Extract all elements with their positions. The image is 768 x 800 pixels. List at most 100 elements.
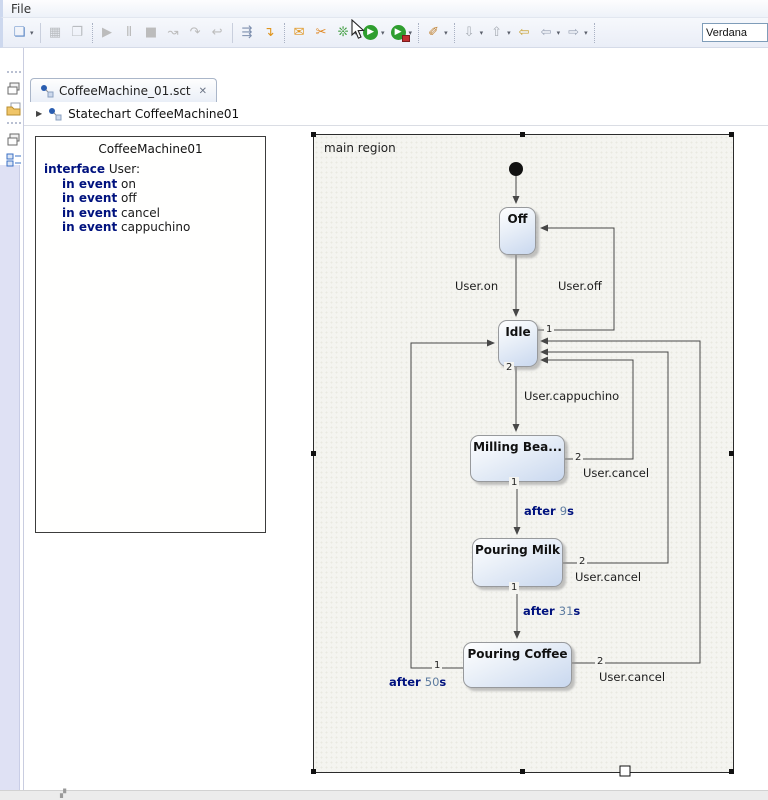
back-caret-icon[interactable]: ▾	[556, 28, 561, 37]
breadcrumb-expander-icon[interactable]: ▶	[36, 109, 43, 118]
export-caret-icon[interactable]: ▾	[507, 28, 511, 37]
debug-caret-icon[interactable]: ▾	[408, 28, 413, 37]
state-milling-beans[interactable]: Milling Bea...	[470, 435, 565, 482]
left-window-trim	[0, 165, 20, 792]
run-button[interactable]: ▶▾	[360, 22, 387, 44]
save-all-icon: ❐	[71, 25, 83, 40]
priority-coffee-cancel: 2	[595, 656, 606, 668]
marker-button[interactable]: ✐▾	[423, 22, 450, 44]
statechart-icon	[49, 107, 62, 120]
interface-line: in event cappuchino	[44, 220, 265, 235]
toolbar-grip	[7, 71, 21, 76]
state-pouring-coffee[interactable]: Pouring Coffee	[463, 642, 572, 688]
label-user-cappuchino[interactable]: User.cappuchino	[524, 389, 620, 403]
step-marker-button[interactable]: ↝	[163, 22, 184, 44]
new-wizard-button[interactable]: ❏▾	[9, 22, 36, 44]
interface-line: in event off	[44, 191, 265, 206]
toolbar-separator	[39, 22, 41, 43]
label-after-31s[interactable]: after 31s	[523, 604, 580, 618]
run-caret-icon[interactable]: ▾	[381, 28, 385, 37]
keyword: in event	[62, 191, 118, 205]
back-button[interactable]: ⇦▾	[536, 22, 563, 44]
identifier: User:	[105, 162, 141, 176]
statechart-name: CoffeeMachine01	[98, 142, 203, 156]
label-user-off[interactable]: User.off	[558, 279, 602, 293]
state-off[interactable]: Off	[499, 207, 536, 255]
tab-close-icon[interactable]: ✕	[198, 85, 208, 97]
restore-view-icon[interactable]	[6, 132, 22, 148]
marker-caret-icon[interactable]: ▾	[444, 28, 448, 37]
main-toolbar: ❏▾▦❐▶Ⅱ■↝↷↩⇶↴✉✂❊▾▶▾▶▾✐▾⇩▾⇧▾⇦⇦▾⇨▾	[0, 18, 768, 48]
import-button[interactable]: ⇩▾	[459, 22, 486, 44]
show-execution-button[interactable]: ⇶	[237, 22, 258, 44]
last-edit-location-button[interactable]: ⇦	[514, 22, 535, 44]
export-button[interactable]: ⇧▾	[486, 22, 513, 44]
last-edit-location-icon: ⇦	[518, 25, 530, 40]
import-caret-icon[interactable]: ▾	[479, 28, 484, 37]
priority-milling-down: 1	[509, 477, 520, 489]
forward-button[interactable]: ⇨▾	[563, 22, 590, 44]
marker-icon: ✐	[428, 25, 440, 40]
interface-line: interface User:	[44, 162, 265, 177]
label-after-50s[interactable]: after 50s	[389, 675, 446, 689]
toolbar-separator	[91, 22, 93, 43]
toolbar-items: ❏▾▦❐▶Ⅱ■↝↷↩⇶↴✉✂❊▾▶▾▶▾✐▾⇩▾⇧▾⇦⇦▾⇨▾	[9, 22, 598, 44]
outline-view-icon[interactable]	[6, 152, 22, 168]
save-button[interactable]: ▦	[45, 22, 66, 44]
tab-coffeemachine[interactable]: CoffeeMachine_01.sct ✕	[30, 78, 218, 103]
interface-declaration-box[interactable]: CoffeeMachine01 interface User: in event…	[35, 136, 266, 533]
show-execution-icon: ⇶	[241, 25, 253, 40]
identifier: cappuchino	[117, 220, 191, 234]
statechart-icon	[41, 85, 54, 98]
status-grip-icon: ▞	[60, 789, 67, 798]
interface-line: in event cancel	[44, 206, 265, 221]
generate-model-button[interactable]: ✉	[289, 22, 310, 44]
step-marker-icon: ↝	[167, 25, 179, 40]
pause-icon: Ⅱ	[125, 25, 133, 40]
save-all-button[interactable]: ❐	[67, 22, 88, 44]
keyword: interface	[44, 162, 106, 176]
menu-bar: File	[0, 0, 768, 18]
copy-folder-icon[interactable]	[6, 101, 22, 117]
step-over-button[interactable]: ↷	[185, 22, 206, 44]
restore-view-icon[interactable]	[6, 81, 22, 97]
toolbar-separator	[453, 22, 455, 43]
pause-button[interactable]: Ⅱ	[119, 22, 140, 44]
tab-label: CoffeeMachine_01.sct	[59, 84, 191, 98]
state-pouring-milk[interactable]: Pouring Milk	[472, 538, 563, 587]
save-icon: ▦	[48, 25, 62, 40]
generate-code-button[interactable]: ✂	[311, 22, 332, 44]
state-idle[interactable]: Idle	[498, 320, 538, 367]
new-wizard-caret-icon[interactable]: ▾	[30, 28, 34, 37]
after-value: 31	[558, 604, 574, 618]
export-icon: ⇧	[491, 25, 503, 40]
transform-icon: ↴	[263, 25, 275, 40]
label-user-on[interactable]: User.on	[455, 279, 499, 293]
run-icon: ▶	[363, 25, 379, 40]
transform-button[interactable]: ↴	[259, 22, 280, 44]
label-after-9s[interactable]: after 9s	[524, 504, 574, 518]
label-user-cancel-milling[interactable]: User.cancel	[583, 466, 650, 480]
priority-milling-cancel: 2	[573, 452, 584, 464]
debug-button[interactable]: ▶▾	[388, 22, 415, 44]
resume-button[interactable]: ▶	[97, 22, 118, 44]
priority-idle-off: 1	[544, 324, 555, 336]
import-icon: ⇩	[463, 25, 475, 40]
stop-button[interactable]: ■	[141, 22, 162, 44]
forward-caret-icon[interactable]: ▾	[584, 28, 588, 37]
step-return-button[interactable]: ↩	[207, 22, 228, 44]
menu-file[interactable]: File	[11, 1, 32, 16]
keyword: in event	[62, 220, 118, 234]
priority-milk-cancel: 2	[577, 556, 588, 568]
toolbar-separator	[231, 22, 233, 43]
mouse-cursor	[351, 19, 365, 39]
region-label: main region	[324, 141, 396, 155]
after-unit: s	[573, 604, 581, 618]
breadcrumb-label[interactable]: Statechart CoffeeMachine01	[68, 106, 240, 121]
back-icon: ⇦	[540, 25, 552, 40]
label-user-cancel-coffee[interactable]: User.cancel	[599, 670, 666, 684]
debug-badge	[402, 34, 411, 42]
label-user-cancel-milk[interactable]: User.cancel	[575, 570, 642, 584]
priority-milk-down: 1	[509, 582, 520, 594]
font-combo[interactable]	[702, 23, 768, 42]
